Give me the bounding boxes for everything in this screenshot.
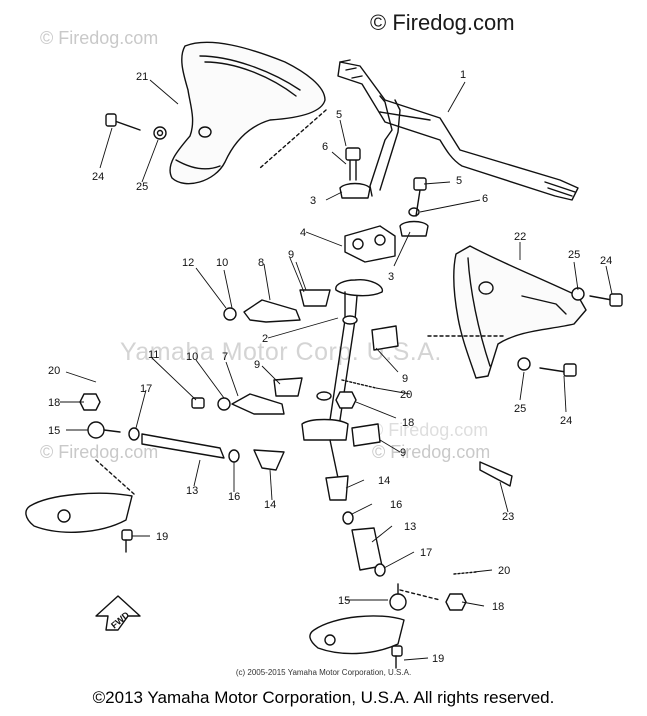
nut-18-right [445,593,467,611]
callout-20-a: 20 [48,365,60,377]
callout-9-b: 9 [402,373,408,385]
copyright-main: ©2013 Yamaha Motor Corporation, U.S.A. A… [92,688,555,707]
callout-15-b: 15 [338,595,350,607]
steering-bracket-upper [344,225,396,263]
callout-3-b: 3 [388,271,394,283]
rod-13-left [141,433,225,459]
watermark-firedog-top-right: © Firedog.com [370,10,515,35]
bushing-9b [371,325,399,351]
steering-column [301,278,384,479]
callout-9-c: 9 [254,359,260,371]
handlebar-cover-right [453,245,587,379]
ski-mount-right [309,589,441,655]
callout-5-b: 5 [456,175,462,187]
callout-23: 23 [502,511,514,523]
callout-18-b: 18 [492,601,504,613]
callout-19-b: 19 [432,653,444,665]
callout-3-a: 3 [310,195,316,207]
rod-13-center [351,527,383,571]
watermark-firedog-mid-left: © Firedog.com [40,442,159,462]
spring-20-right [453,571,477,575]
watermark-firedog-mid-right: © Firedog.com [372,442,491,462]
callout-19-a: 19 [156,531,168,543]
callout-8: 8 [258,257,264,269]
ring-17-left [128,427,140,441]
watermark-firedog-mid-right-2: © Firedog.com [370,420,489,440]
callout-17-b: 17 [420,547,432,559]
callout-6-a: 6 [322,141,328,153]
callout-5-a: 5 [336,109,342,121]
bolt-19-left [121,529,133,553]
callout-7: 7 [222,351,228,363]
callout-13-a: 13 [186,485,198,497]
callout-14-a: 14 [264,499,276,511]
callout-20-c: 20 [400,389,412,401]
callout-25-a: 25 [136,181,148,193]
screw-24-right-upper [571,287,623,307]
callout-labels: 1 2 3 3 4 5 5 6 6 7 8 9 9 9 9 10 10 11 1… [48,69,612,665]
callout-4: 4 [300,227,306,239]
callout-11: 11 [148,349,159,361]
callout-18-c: 18 [402,417,414,429]
bushing-9d [351,423,381,447]
callout-24-b: 24 [600,255,612,267]
arm-7 [191,393,285,415]
callout-6-b: 6 [482,193,488,205]
bushing-9a [299,289,331,307]
callout-14-b: 14 [378,475,390,487]
ring-16-center [342,511,354,525]
callout-24-c: 24 [560,415,572,427]
callout-16-b: 16 [390,499,402,511]
callout-18-a: 18 [48,397,60,409]
callout-12: 12 [182,257,194,269]
bolt-19-right [391,645,403,669]
callout-15-a: 15 [48,425,60,437]
arm-8 [223,299,301,323]
callout-16-a: 16 [228,491,240,503]
callout-2: 2 [262,333,268,345]
callout-22: 22 [514,231,526,243]
callout-21: 21 [136,71,148,83]
callout-24-a: 24 [92,171,104,183]
ring-17-center [374,563,386,577]
watermark-firedog-top-left: © Firedog.com [40,28,159,48]
callout-10-b: 10 [186,351,198,363]
bushing-9c [273,377,303,397]
ball-joint-14-left [253,449,285,471]
screw-24-right-lower [517,357,577,377]
callout-17-a: 17 [140,383,152,395]
callout-9-a: 9 [288,249,294,261]
copyright-small: (c) 2005-2015 Yamaha Motor Corporation, … [235,668,412,677]
ski-mount-left [25,459,135,533]
callout-13-b: 13 [404,521,416,533]
fwd-arrow [95,595,141,631]
handlebar-cover-left [169,41,326,185]
callout-1: 1 [460,69,466,81]
callout-25-b: 25 [568,249,580,261]
ball-joint-15-left [87,421,121,439]
callout-9-d: 9 [400,447,406,459]
callout-25-c: 25 [514,403,526,415]
clamp-upper-right [399,177,429,237]
clamp-upper-left [339,147,371,199]
ring-16-left [228,449,240,463]
nut-18-upper [335,391,357,409]
screw-24-left [105,113,167,140]
ball-joint-15-center [389,583,407,611]
callout-10-a: 10 [216,257,228,269]
ball-joint-14-center [325,475,349,501]
link-23 [479,461,513,487]
callout-20-b: 20 [498,565,510,577]
spring-20-upper [341,379,377,389]
